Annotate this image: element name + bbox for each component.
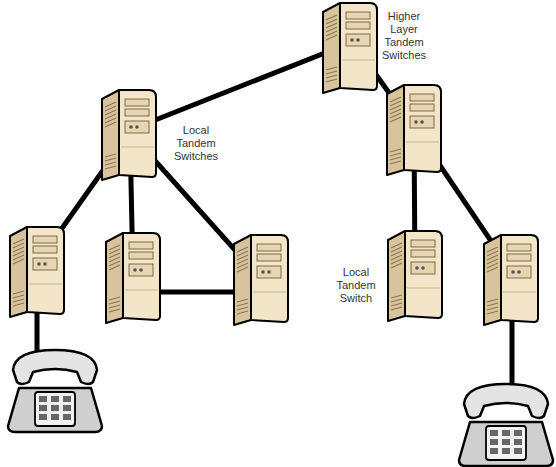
switch-label: Higher Layer Tandem Switches: [382, 10, 426, 62]
switch-label: Local Tandem Switch: [336, 266, 375, 305]
switch-label: Local Tandem Switches: [174, 124, 218, 163]
